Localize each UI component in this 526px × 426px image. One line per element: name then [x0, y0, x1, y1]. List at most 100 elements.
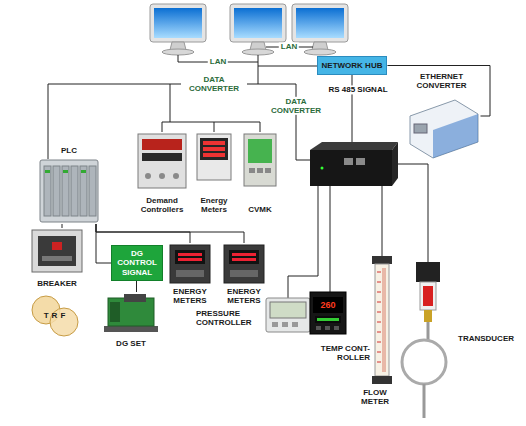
- rs485-wire: [352, 74, 353, 142]
- energy-meter-icon: [170, 245, 210, 283]
- plc-led: [81, 170, 86, 173]
- controller-display: [313, 297, 343, 313]
- connector: [96, 224, 190, 243]
- device-label: PRESSURE CONTROLLER: [196, 309, 262, 327]
- temp-device: TEMP CONT- ROLLER: [306, 290, 370, 362]
- network-label: LAN: [279, 42, 299, 51]
- transducer-device: TRANSDUCER: [400, 258, 518, 420]
- rs485-wire: [288, 186, 318, 298]
- device-label: ETHERNET CONVERTER: [405, 72, 479, 90]
- meter-display: [248, 139, 272, 163]
- monitor-frame: [150, 4, 206, 42]
- converter-label: DATA CONVERTER: [181, 75, 247, 93]
- device-label: ENERGY METERS: [166, 287, 214, 305]
- plc-module: [71, 166, 78, 216]
- connector: [136, 281, 137, 292]
- controller-case: [310, 292, 346, 334]
- dg-set-icon: [104, 294, 158, 332]
- rack-front: [310, 150, 392, 186]
- rack-top: [310, 142, 398, 150]
- device-label: FLOW METER: [353, 388, 397, 406]
- controller-case: [266, 298, 310, 332]
- flow-meter-cap: [372, 376, 392, 384]
- generator-skid: [104, 326, 158, 332]
- plc-icon: [40, 160, 98, 222]
- plc-led: [63, 170, 68, 173]
- meter-case: [138, 134, 186, 188]
- controller-display: [315, 316, 341, 323]
- controller-key: [282, 322, 288, 327]
- breaker-case: [32, 230, 82, 272]
- rack-port: [344, 158, 353, 165]
- data-wire: [258, 66, 318, 67]
- meter-case: [244, 134, 276, 186]
- data-wire: [258, 55, 259, 84]
- rack-port: [356, 158, 365, 165]
- meter-case: [224, 245, 264, 283]
- device-label: Demand Controllers: [135, 196, 189, 214]
- plc-module: [62, 166, 69, 216]
- controller-digits: [317, 318, 339, 321]
- bus-wire: [162, 122, 260, 132]
- label-anchor: 260: [318, 300, 337, 310]
- pressure-controller-icon: [266, 298, 310, 332]
- label-anchor: LAN: [208, 57, 228, 66]
- signal-label: DG CONTROL SIGNAL: [115, 249, 159, 277]
- flow-meter-cap: [372, 256, 392, 264]
- signal-label: RS 485 SIGNAL: [326, 85, 389, 94]
- device-label: TRANSDUCER: [458, 334, 514, 343]
- connector: [96, 224, 111, 263]
- controller-lcd: [270, 302, 306, 318]
- plc-device: PLC: [38, 146, 100, 224]
- monitor-screen: [234, 8, 282, 38]
- breaker-device: BREAKER: [28, 228, 86, 288]
- breaker-handle: [52, 242, 62, 250]
- label-anchor: DATA CONVERTER: [181, 75, 247, 93]
- rack-led: [321, 167, 324, 170]
- meter-digits: [203, 141, 225, 145]
- converter-body: [410, 100, 478, 158]
- meter-display: [142, 153, 182, 161]
- flow-meter-scale: [377, 272, 381, 362]
- controller-key: [292, 322, 298, 327]
- meter-device: Demand Controllers: [133, 132, 191, 214]
- meter-keys: [230, 270, 258, 277]
- rs485-wire: [382, 186, 383, 256]
- monitor-frame: [230, 4, 286, 42]
- ethernet-converter-icon: [410, 100, 478, 158]
- meter-display: [142, 139, 182, 150]
- flow-meter-tube: [375, 264, 389, 376]
- meter-digits: [203, 153, 225, 157]
- plc-module: [53, 166, 60, 216]
- monitor-base: [242, 49, 274, 55]
- monitor-base: [162, 49, 194, 55]
- rack-unit: [310, 142, 398, 186]
- meter-display: [175, 250, 205, 264]
- device-label: CVMK: [248, 205, 272, 214]
- plc-module: [80, 166, 87, 216]
- meter-display: [229, 250, 259, 264]
- generator-engine: [124, 294, 146, 302]
- breaker-front: [38, 236, 76, 266]
- meter-display: [200, 138, 228, 160]
- monitor-frame: [292, 4, 348, 42]
- label-anchor: DATA CONVERTER: [263, 97, 329, 115]
- plc-module: [89, 166, 96, 216]
- meter-digits: [232, 258, 256, 261]
- meter-button: [159, 173, 165, 179]
- device-label: BREAKER: [37, 279, 77, 288]
- monitor-screen: [154, 8, 202, 38]
- meter-case: [170, 245, 210, 283]
- bus-wire: [214, 122, 215, 132]
- flow-meter-icon: [372, 256, 392, 384]
- monitor: [150, 4, 206, 55]
- demand-controller-icon: [138, 134, 186, 188]
- temp-controller-icon: [310, 292, 346, 334]
- transformer-device: TRF: [28, 292, 84, 340]
- breaker-plate: [42, 256, 72, 261]
- wires: [48, 47, 428, 298]
- energy-meter-icon: [197, 134, 231, 180]
- meter-digits: [203, 147, 225, 151]
- plc-led: [45, 170, 50, 173]
- controller-key: [272, 322, 278, 327]
